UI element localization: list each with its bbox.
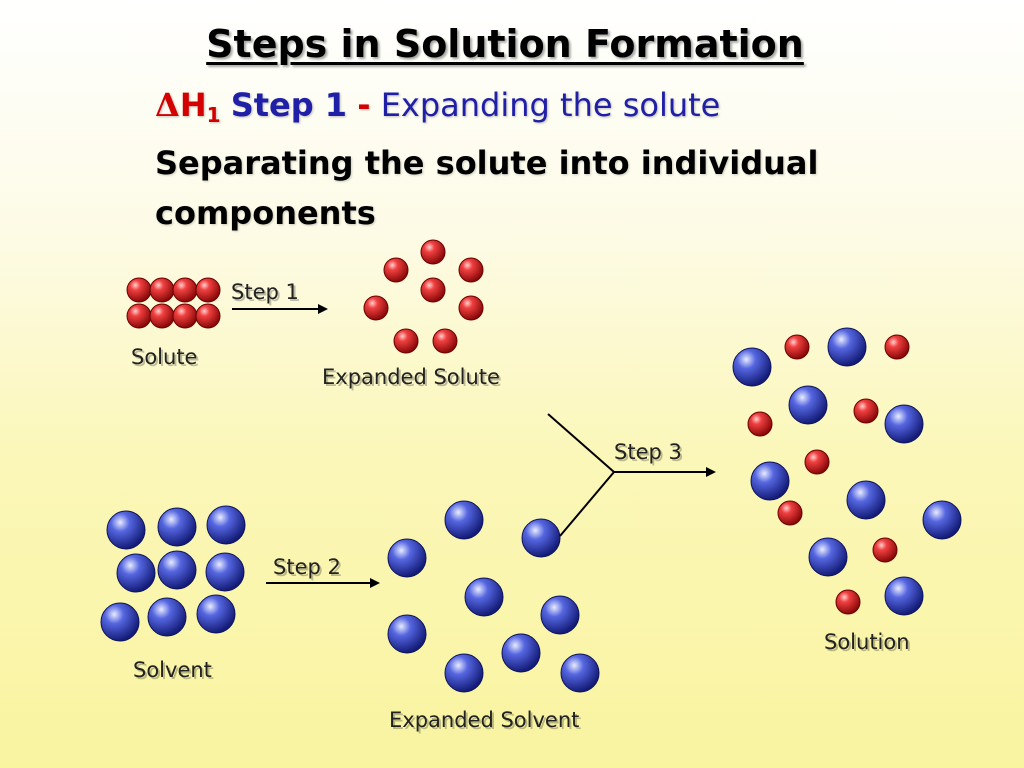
enthalpy-symbol: H: [179, 86, 207, 124]
solvent-particle: [444, 653, 484, 693]
solute-particle: [432, 328, 458, 354]
solute-particles: [126, 277, 221, 329]
solvent-particle: [540, 595, 580, 635]
solvent-label: Solvent: [133, 658, 212, 682]
solute-particle: [777, 500, 803, 526]
solute-particle: [835, 589, 861, 615]
expanded-solvent-particles: [387, 500, 600, 693]
solute-particle: [420, 239, 446, 265]
solvent-particle: [501, 633, 541, 673]
step3-label-shadow: Step 3: [616, 442, 684, 466]
solute-particle: [126, 277, 152, 303]
step1-label: Step 1: [231, 280, 299, 304]
solute-particle: [747, 411, 773, 437]
step3-lower-branch: [559, 471, 615, 537]
solute-particle: [393, 328, 419, 354]
solvent-particle: [206, 505, 246, 545]
solvent-particle: [750, 461, 790, 501]
solvent-particle: [846, 480, 886, 520]
solute-label-shadow: Solute: [133, 347, 199, 371]
solvent-particle: [922, 500, 962, 540]
step2-label-shadow: Step 2: [275, 557, 343, 581]
solute-particle: [383, 257, 409, 283]
solute-particle: [126, 303, 152, 329]
solvent-particle: [157, 550, 197, 590]
solvent-particle: [116, 553, 156, 593]
solute-particle: [458, 295, 484, 321]
solute-particle: [804, 449, 830, 475]
delta-symbol: Δ: [155, 86, 180, 124]
step-dash: -: [357, 86, 371, 124]
solvent-particle: [464, 577, 504, 617]
solvent-particle: [387, 614, 427, 654]
solute-particle: [149, 277, 175, 303]
solution-label-shadow: Solution: [826, 632, 912, 656]
solute-particle: [784, 334, 810, 360]
solvent-particle: [196, 594, 236, 634]
step-explanation: Separating the solute into individual co…: [155, 144, 819, 232]
solvent-particle: [827, 327, 867, 367]
enthalpy-subscript: 1: [206, 103, 221, 127]
solute-particle: [149, 303, 175, 329]
solvent-particle: [157, 507, 197, 547]
solvent-particle: [100, 602, 140, 642]
solvent-particle: [808, 537, 848, 577]
solute-particle: [172, 303, 198, 329]
solvent-particle: [106, 510, 146, 550]
solvent-particle: [884, 576, 924, 616]
solvent-particle: [147, 597, 187, 637]
expanded-solute-label-shadow: Expanded Solute: [324, 367, 502, 391]
solute-particle: [363, 295, 389, 321]
step-heading: ΔH1 Step 1 - Expanding the solute: [155, 86, 720, 127]
solute-particle: [420, 277, 446, 303]
step-description: Expanding the solute: [380, 86, 721, 124]
solvent-particle: [788, 385, 828, 425]
solvent-particle: [560, 653, 600, 693]
solvent-particle: [521, 518, 561, 558]
solvent-particle: [205, 552, 245, 592]
solute-particle: [195, 277, 221, 303]
solute-label: Solute: [131, 345, 197, 369]
solvent-particle: [444, 500, 484, 540]
step3-upper-branch: [547, 413, 615, 473]
expanded-solute-particles: [363, 239, 484, 354]
solute-particle: [458, 257, 484, 283]
solute-particle: [853, 398, 879, 424]
solute-particle: [195, 303, 221, 329]
step2-label: Step 2: [273, 555, 341, 579]
solution-label: Solution: [824, 630, 910, 654]
step1-label-shadow: Step 1: [233, 282, 301, 306]
solvent-particle: [732, 347, 772, 387]
solvent-particle: [884, 404, 924, 444]
expanded-solute-label: Expanded Solute: [322, 365, 500, 389]
solute-particle: [172, 277, 198, 303]
solvent-particle: [387, 538, 427, 578]
solute-particle: [884, 334, 910, 360]
expanded-solvent-label: Expanded Solvent: [389, 708, 579, 732]
expanded-solvent-label-shadow: Expanded Solvent: [391, 710, 581, 734]
step3-label: Step 3: [614, 440, 682, 464]
solvent-particles: [100, 505, 246, 642]
page-title: Steps in Solution Formation: [206, 22, 804, 66]
step-number: Step 1: [230, 86, 348, 124]
solute-particle: [872, 537, 898, 563]
solvent-label-shadow: Solvent: [135, 660, 214, 684]
solution-particles: [732, 327, 962, 616]
